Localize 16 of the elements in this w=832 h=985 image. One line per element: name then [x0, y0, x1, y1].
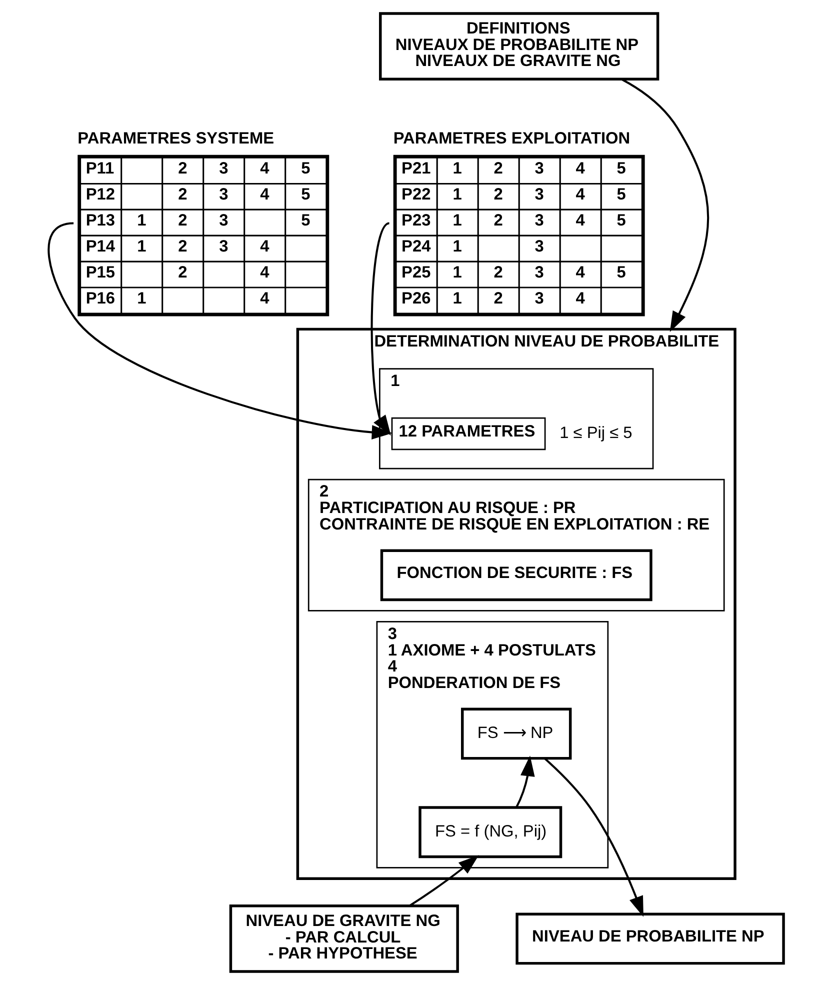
arrow — [48, 222, 392, 440]
arrow — [516, 756, 535, 808]
arrow — [544, 758, 644, 917]
node-box: NIVEAU DE GRAVITE NG - PAR CALCUL - PAR HYPOTHESE — [229, 904, 459, 973]
node-box: FONCTION DE SECURITE : FS — [380, 549, 652, 602]
node-label: PARAMETRES EXPLOITATION — [393, 129, 630, 148]
node-box: 12 PARAMETRES — [391, 417, 546, 450]
node-label: PARAMETRES SYSTEME — [78, 129, 274, 148]
arrow — [621, 78, 710, 332]
node-box: FS = f (NG, Pij) — [418, 806, 562, 858]
node-label: 1 ≤ Pij ≤ 5 — [560, 424, 632, 442]
node-box: DEFINITIONS NIVEAUX DE PROBABILITE NP NIVEAUX DE GRAVITE NG — [379, 12, 660, 80]
node-box: NIVEAU DE PROBABILITE NP — [516, 912, 785, 965]
node-box: FS ⟶ NP — [461, 708, 572, 760]
arrow — [409, 855, 479, 906]
arrow — [370, 222, 391, 436]
